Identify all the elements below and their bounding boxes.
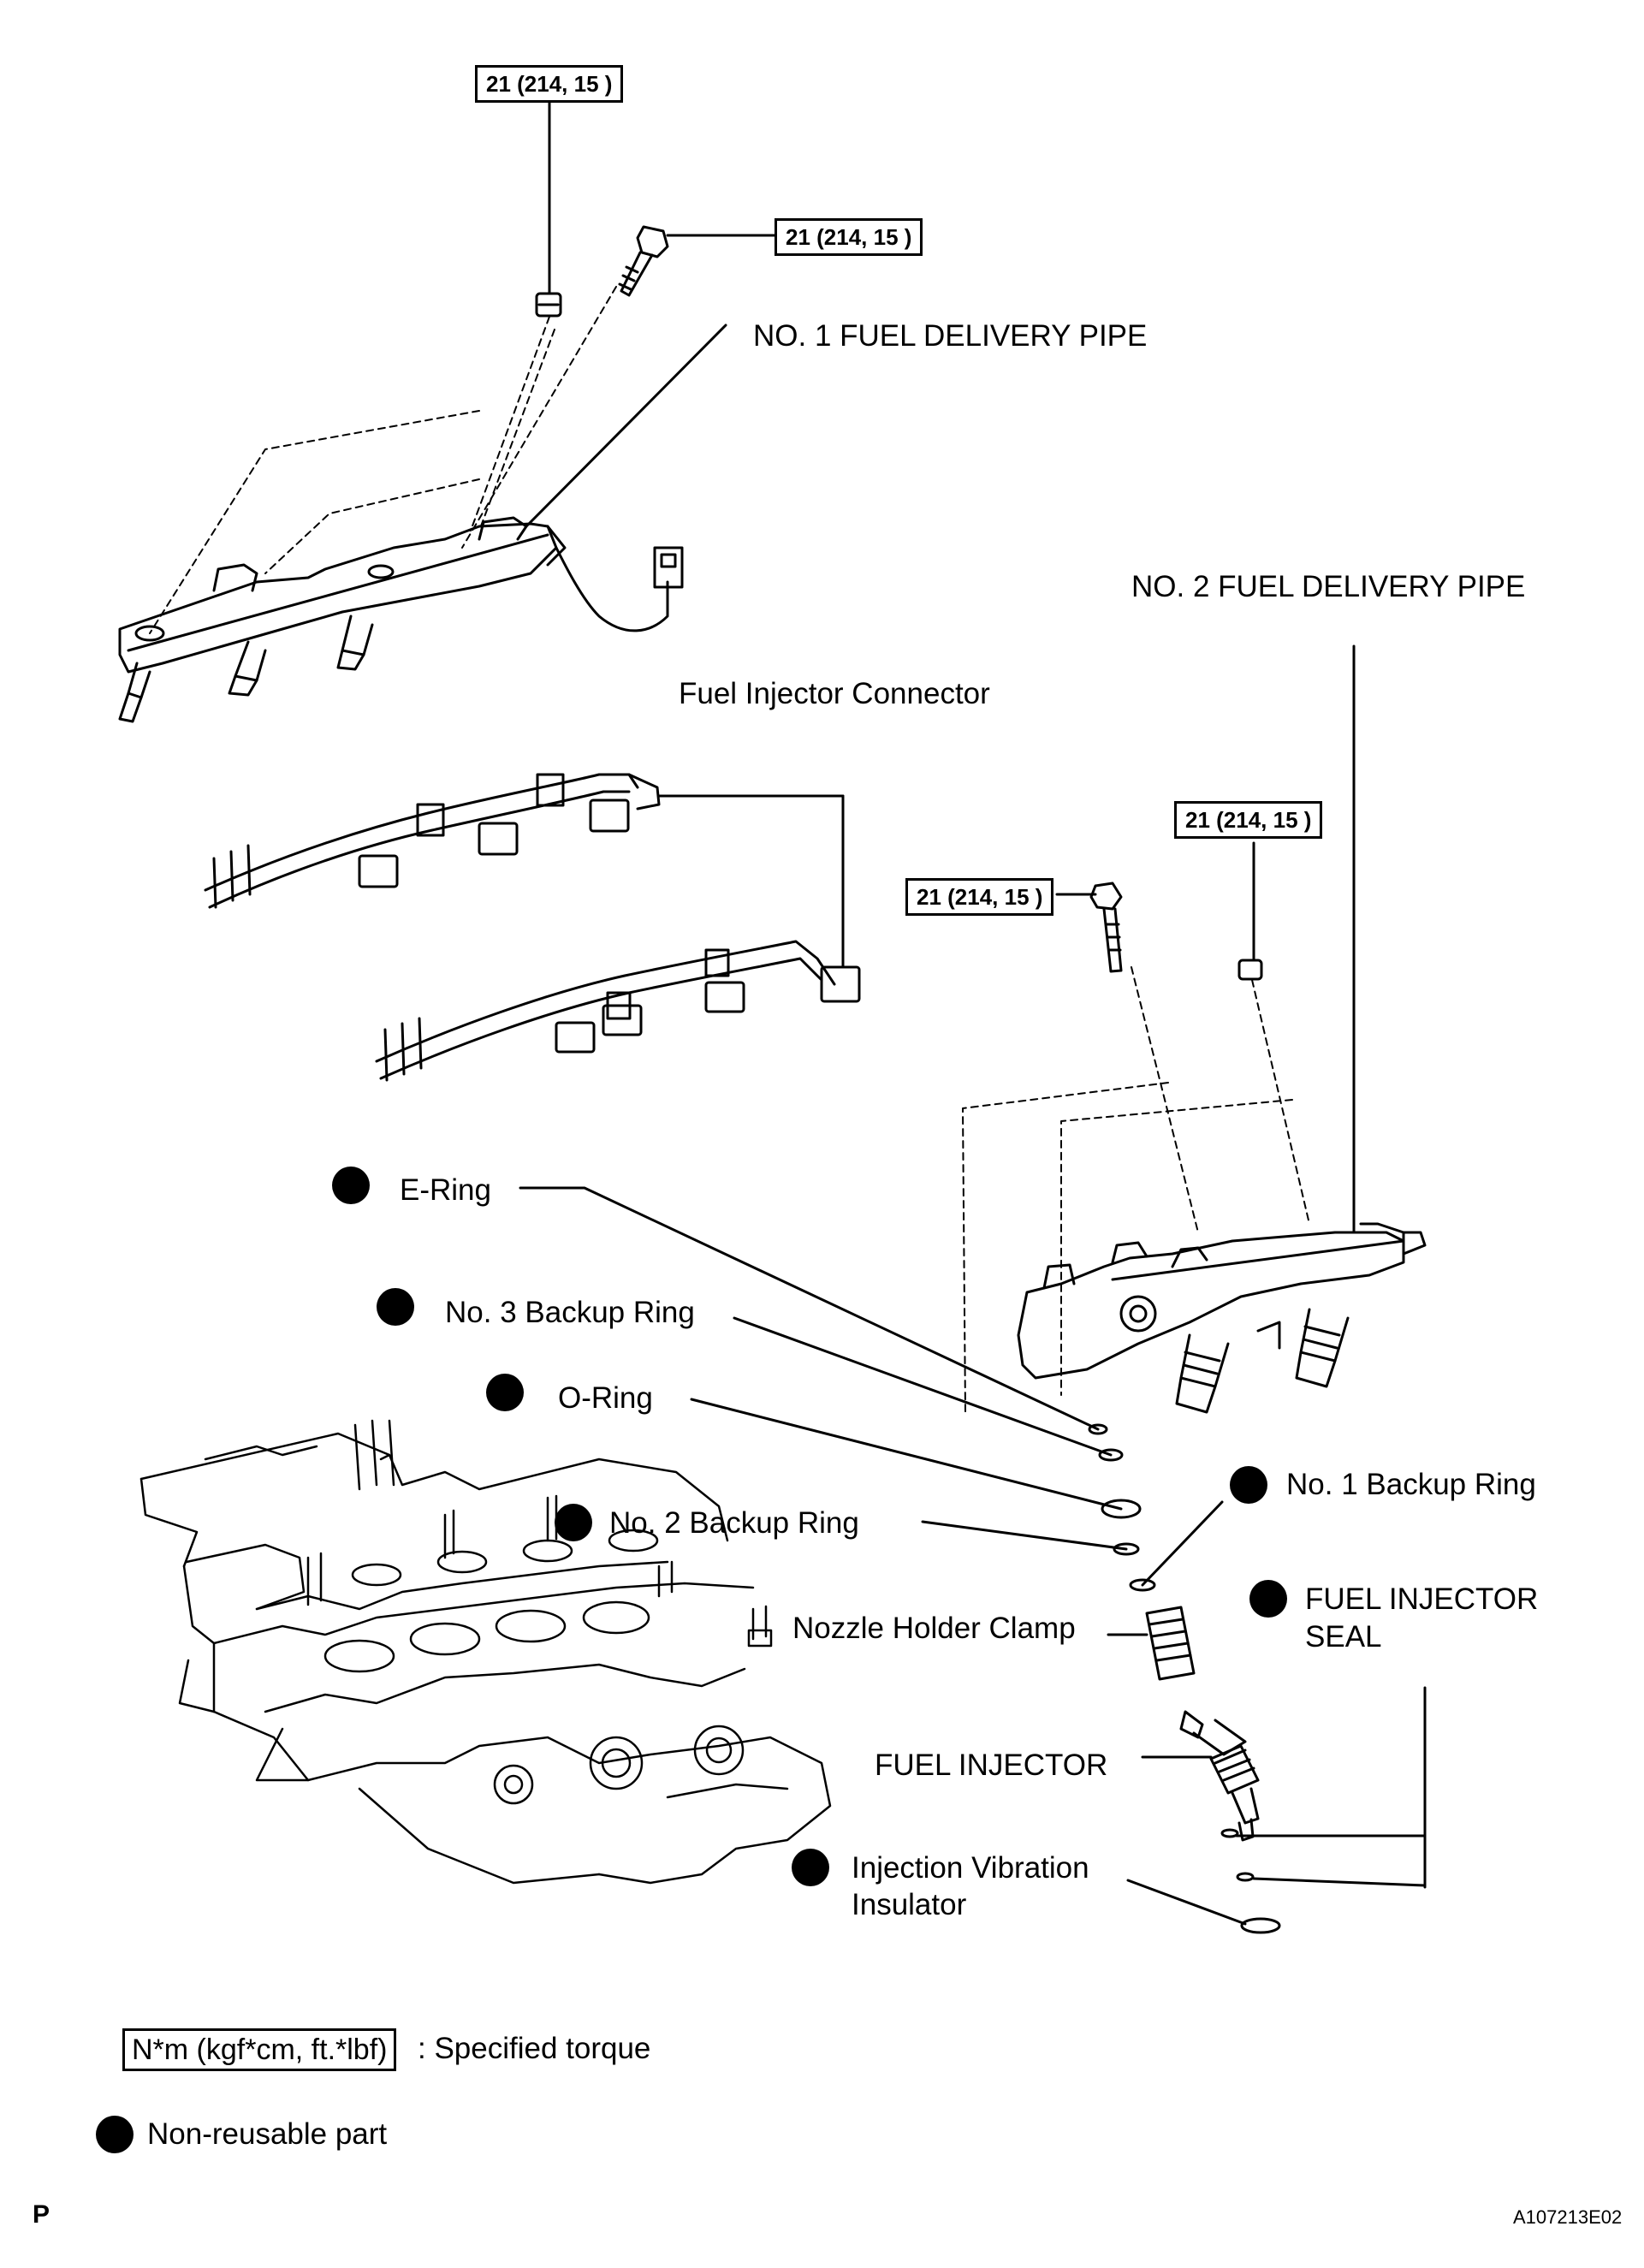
leader-no2-backup [921,1520,1128,1551]
torque-spec-no2-nut: 21 (214, 15 ) [1174,801,1323,839]
fuel-injector [1179,1710,1260,1842]
label-e-ring: E-Ring [400,1173,491,1207]
nonreusable-mark-o-ring [486,1374,524,1411]
nonreusable-mark-no3-backup [377,1288,414,1326]
label-o-ring: O-Ring [558,1381,653,1415]
label-injection-vibration-line1: Injection Vibration [852,1851,1089,1885]
injector-connector-lower [375,794,861,1082]
nozzle-holder-clamp [1145,1606,1196,1681]
legend-torque-unit: N*m (kgf*cm, ft.*lbf) [122,2028,397,2071]
no2-fuel-delivery-pipe [1017,1222,1427,1414]
leader-no3-backup [733,1316,1113,1457]
leader-no1-backup [1141,1500,1224,1587]
label-fuel-injector-seal-line1: FUEL INJECTOR [1305,1582,1539,1616]
torque-spec-no2-bolt: 21 (214, 15 ) [905,878,1054,916]
label-no1-fuel-delivery-pipe: NO. 1 FUEL DELIVERY PIPE [753,319,1148,353]
nonreusable-mark-no2-backup [555,1504,592,1541]
legend-nonreusable-text: Non-reusable part [147,2117,388,2151]
injector-seals [1220,1828,1281,1934]
label-fuel-injector: FUEL INJECTOR [875,1748,1108,1782]
torque-spec-no1-nut: 21 (214, 15 ) [475,65,624,103]
label-no1-backup-ring: No. 1 Backup Ring [1286,1468,1536,1501]
leader-o-ring [690,1398,1123,1511]
legend-torque-text: : Specified torque [418,2032,651,2065]
torque-spec-no1-bolt: 21 (214, 15 ) [775,218,923,256]
label-no2-backup-ring: No. 2 Backup Ring [609,1506,859,1540]
label-fuel-injector-seal-line2: SEAL [1305,1620,1382,1654]
no1-fuel-delivery-pipe [118,516,684,723]
leader-insulator [1126,1879,1247,1926]
nonreusable-mark-e-ring [332,1167,370,1204]
label-no3-backup-ring: No. 3 Backup Ring [445,1296,695,1329]
legend-nonreusable-mark [96,2116,134,2153]
engine-block [139,1419,832,1885]
label-fuel-injector-connector: Fuel Injector Connector [679,677,990,710]
label-injection-vibration-line2: Insulator [852,1888,967,1921]
leader-no1-pipe [525,324,727,528]
figure-id: A107213E02 [1513,2206,1623,2228]
no2-bolt [1089,882,1123,973]
no2-nut [1237,959,1263,981]
nonreusable-mark-injector-seal [1249,1580,1287,1618]
injector-connector-upper [204,773,845,909]
label-nozzle-holder-clamp: Nozzle Holder Clamp [792,1612,1076,1645]
label-no2-fuel-delivery-pipe: NO. 2 FUEL DELIVERY PIPE [1131,570,1526,603]
nonreusable-mark-vibration-insulator [792,1849,829,1886]
no1-nut [535,292,562,318]
no1-bolt [618,225,669,297]
leader-e-ring [519,1186,1100,1431]
nonreusable-mark-no1-backup [1230,1466,1267,1504]
corner-label: P [33,2200,50,2229]
leader-seal [1235,1686,1427,1889]
rings [1088,1423,1156,1592]
